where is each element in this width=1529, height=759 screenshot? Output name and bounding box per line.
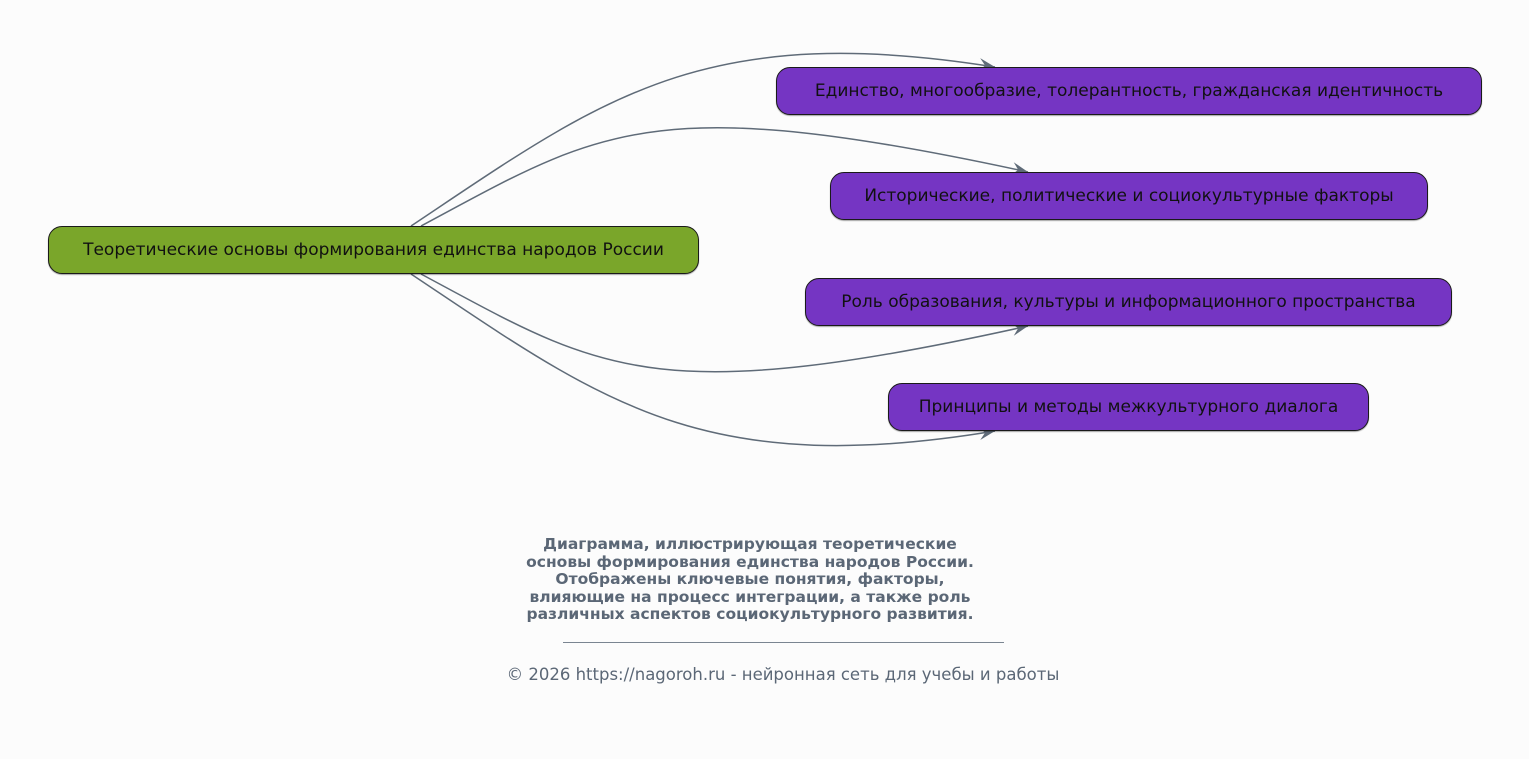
divider bbox=[563, 642, 1004, 643]
child-node-unity[interactable]: Единство, многообразие, толерантность, г… bbox=[776, 67, 1482, 115]
caption-line: Отображены ключевые понятия, факторы, bbox=[555, 570, 945, 589]
edge-root-to-dialogue bbox=[410, 273, 996, 447]
diagram-caption: Диаграмма, иллюстрирующая теоретические … bbox=[470, 535, 1030, 624]
child-node-education[interactable]: Роль образования, культуры и информацион… bbox=[805, 278, 1452, 326]
arrowhead-icon bbox=[1010, 162, 1028, 175]
root-node[interactable]: Теоретические основы формирования единст… bbox=[48, 226, 699, 274]
footer-copyright: © 2026 https://nagoroh.ru - нейронная се… bbox=[506, 665, 1060, 684]
arrowhead-icon bbox=[1010, 323, 1028, 336]
child-node-dialogue[interactable]: Принципы и методы межкультурного диалога bbox=[888, 383, 1369, 431]
caption-line: основы формирования единства народов Рос… bbox=[526, 552, 974, 571]
child-node-label: Принципы и методы межкультурного диалога bbox=[918, 397, 1339, 417]
caption-line: Диаграмма, иллюстрирующая теоретические bbox=[543, 535, 957, 553]
caption-line: влияющие на процесс интеграции, а также … bbox=[529, 587, 971, 606]
root-node-label: Теоретические основы формирования единст… bbox=[83, 240, 664, 260]
edge-root-to-unity bbox=[410, 52, 996, 227]
child-node-factors[interactable]: Исторические, политические и социокульту… bbox=[830, 172, 1428, 220]
child-node-label: Роль образования, культуры и информацион… bbox=[841, 292, 1416, 312]
edge-root-to-factors bbox=[420, 127, 1029, 227]
child-node-label: Единство, многообразие, толерантность, г… bbox=[814, 81, 1444, 101]
caption-line: различных аспектов социокультурного разв… bbox=[526, 605, 974, 624]
edge-root-to-education bbox=[420, 273, 1029, 373]
child-node-label: Исторические, политические и социокульту… bbox=[864, 186, 1394, 206]
